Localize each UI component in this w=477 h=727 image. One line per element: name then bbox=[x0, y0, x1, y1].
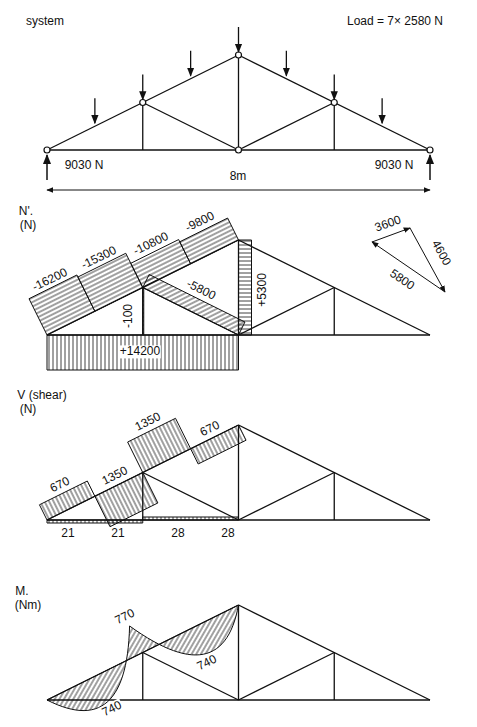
top-chord bbox=[239, 55, 431, 150]
diagram-label: 770 bbox=[112, 606, 138, 628]
load-arrow bbox=[334, 75, 335, 100]
diagram-label: N'. bbox=[18, 205, 34, 218]
truss-frame bbox=[47, 240, 430, 335]
tension-band bbox=[47, 335, 239, 370]
joints bbox=[44, 52, 433, 153]
diagram-label: -15300 bbox=[78, 243, 119, 272]
vertical-member bbox=[334, 288, 335, 336]
diagram-label: 9030 N bbox=[64, 159, 105, 172]
joint bbox=[331, 100, 337, 106]
vertical-member bbox=[334, 473, 335, 521]
top-chord bbox=[239, 605, 431, 700]
diagram-label: 21 bbox=[110, 527, 125, 540]
diagram-label: -5800 bbox=[183, 277, 218, 303]
diagram-label: 9030 N bbox=[374, 159, 415, 172]
load-arrow bbox=[142, 75, 143, 100]
diagram-label: -100 bbox=[122, 303, 135, 329]
vertical-member bbox=[142, 103, 143, 151]
diagram-label: 670 bbox=[47, 474, 73, 496]
load-arrow bbox=[238, 27, 239, 52]
diagram-label: V (shear) bbox=[16, 389, 67, 402]
diagonal-member bbox=[143, 473, 239, 521]
diagonal-member bbox=[239, 288, 335, 336]
vertical-member bbox=[142, 288, 143, 336]
vertical-member bbox=[334, 103, 335, 151]
load-arrow bbox=[381, 98, 382, 123]
diagram-label: -10800 bbox=[130, 229, 171, 258]
diagram-label: +14200 bbox=[119, 345, 161, 358]
load-arrow bbox=[190, 51, 191, 76]
diagonal-member bbox=[239, 653, 335, 701]
diagram-label: system bbox=[25, 15, 65, 28]
joint bbox=[236, 147, 242, 153]
diagonal-member bbox=[143, 653, 239, 701]
vertical-member bbox=[334, 653, 335, 701]
diagram-label: 28 bbox=[220, 527, 235, 540]
joint bbox=[44, 147, 50, 153]
diagonal-member bbox=[143, 103, 239, 151]
diagram-label: +5300 bbox=[256, 272, 269, 308]
truss-frame bbox=[47, 605, 430, 700]
top-chord bbox=[47, 55, 239, 150]
diagram-label: 4600 bbox=[428, 237, 453, 268]
diagram-label: -16200 bbox=[29, 265, 70, 294]
diagram-label: 670 bbox=[197, 418, 223, 440]
dimension-line bbox=[47, 190, 430, 191]
vertical-member bbox=[142, 473, 143, 521]
reaction-arrow bbox=[46, 155, 48, 180]
vertical-member bbox=[238, 605, 239, 700]
vertical-member bbox=[238, 425, 239, 520]
top-chord bbox=[47, 605, 239, 700]
diagonal-member bbox=[143, 288, 239, 336]
truss-frame bbox=[47, 55, 430, 150]
reaction-arrow bbox=[429, 155, 431, 180]
diagram-label: M. bbox=[14, 585, 29, 598]
diagram-label: 740 bbox=[194, 652, 220, 674]
diagram-label: 5800 bbox=[386, 267, 417, 294]
diagram-label: 740 bbox=[99, 698, 125, 720]
joint bbox=[140, 100, 146, 106]
diagram-label: 3600 bbox=[372, 213, 403, 235]
compression-band bbox=[143, 288, 144, 336]
top-chord bbox=[47, 425, 239, 520]
diagram-label: 1350 bbox=[99, 464, 131, 489]
moment-area bbox=[47, 605, 239, 711]
diagram-label: 28 bbox=[170, 527, 185, 540]
diagram-label: (N) bbox=[19, 219, 38, 232]
diagram-label: (N) bbox=[19, 403, 38, 416]
load-arrow bbox=[286, 51, 287, 76]
diagram-label: Load = 7× 2580 N bbox=[346, 15, 444, 28]
vertical-member bbox=[238, 55, 239, 150]
diagonal-member bbox=[239, 473, 335, 521]
diagram-label: -9800 bbox=[182, 209, 217, 235]
compression-band bbox=[143, 275, 245, 335]
top-chord bbox=[239, 425, 431, 520]
joint bbox=[236, 52, 242, 58]
diagram-label: 1350 bbox=[132, 410, 164, 435]
diagram-label: 8m bbox=[229, 170, 248, 183]
diagram-label: 21 bbox=[60, 527, 75, 540]
joint bbox=[427, 147, 433, 153]
top-chord bbox=[239, 240, 431, 335]
truss-frame bbox=[47, 425, 430, 520]
load-arrow bbox=[94, 98, 95, 123]
diagram-label: (Nm) bbox=[14, 599, 43, 612]
vertical-member bbox=[238, 240, 239, 335]
diagonal-member bbox=[239, 103, 335, 151]
vertical-member bbox=[142, 653, 143, 701]
